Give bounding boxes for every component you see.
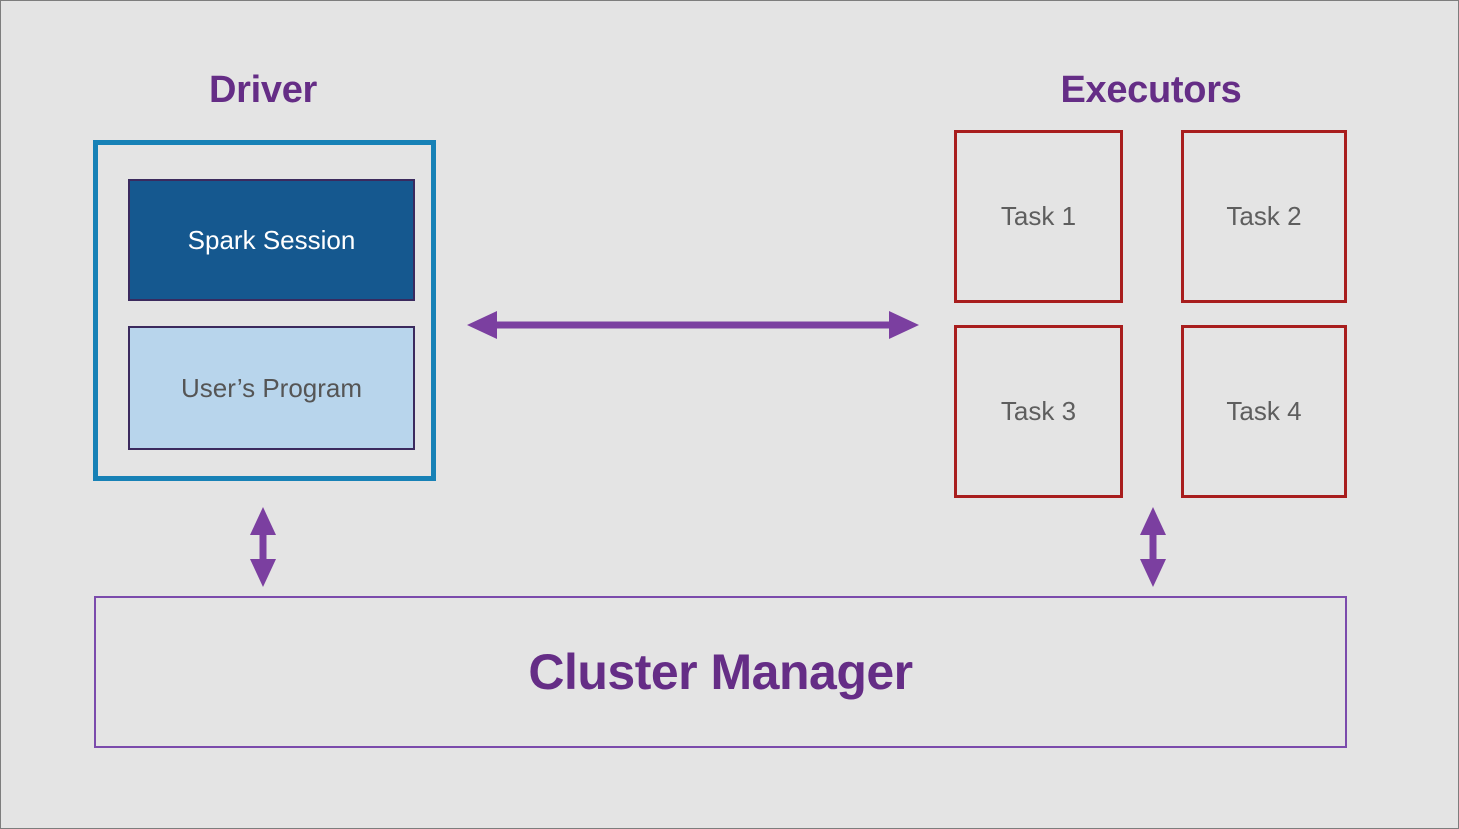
task-box: Task 3 <box>954 325 1123 498</box>
driver-section-title: Driver <box>208 69 318 111</box>
users-program-box: User’s Program <box>128 326 415 450</box>
spark-session-box: Spark Session <box>128 179 415 301</box>
executors-cluster-manager-connector-icon <box>1140 507 1166 587</box>
task-label: Task 2 <box>1226 201 1302 231</box>
driver-cluster-manager-connector-icon <box>250 507 276 587</box>
task-label: Task 3 <box>1000 396 1077 426</box>
task-label: Task 1 <box>1000 201 1077 231</box>
executors-section-title: Executors <box>1060 69 1242 111</box>
driver-container: Spark Session User’s Program <box>93 140 436 481</box>
task-box: Task 2 <box>1181 130 1347 303</box>
task-label: Task 4 <box>1226 396 1302 426</box>
task-box: Task 4 <box>1181 325 1347 498</box>
users-program-label: User’s Program <box>180 372 363 403</box>
driver-executors-connector-icon <box>467 311 919 339</box>
cluster-manager-label: Cluster Manager <box>528 644 913 700</box>
spark-session-label: Spark Session <box>187 224 356 255</box>
task-box: Task 1 <box>954 130 1123 303</box>
cluster-manager-box: Cluster Manager <box>94 596 1347 748</box>
